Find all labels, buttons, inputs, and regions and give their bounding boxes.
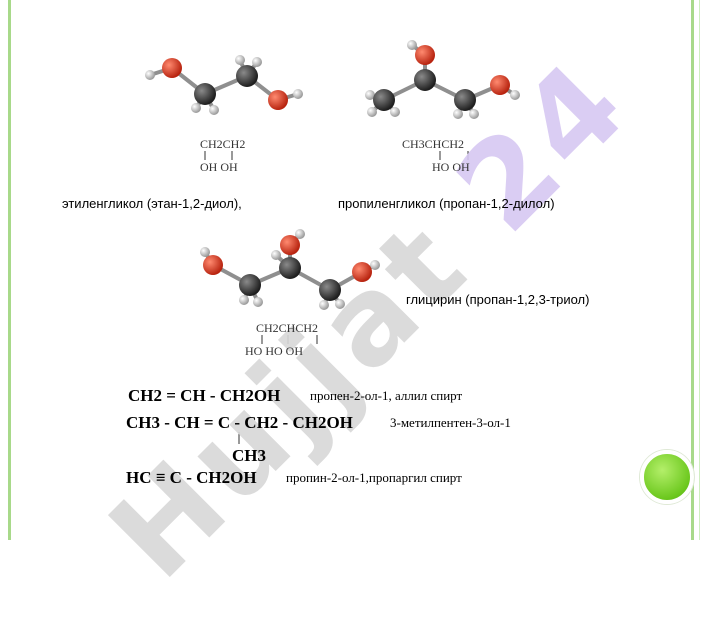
equation-methylpentenol-name: 3-метилпентен-3-ол-1 [390,415,511,430]
glycerol-formula-top: CH2CHCH2 [256,321,319,335]
glycerol-caption: глицирин (пропан-1,2,3-триол) [406,292,590,307]
molecule-models [145,40,520,444]
equation-propargyl-formula: HC ≡ C - CH2OH [126,468,257,487]
propylene-glycol-formula-bottom: HO OH [432,160,470,174]
propylene-glycol-formula-top: CH3CHCH2 [402,137,465,151]
glycerol-model [200,229,380,310]
glycerol-formula-bottom: HO HO OH [245,344,303,358]
frame-left-border [8,0,11,540]
equation-allyl-formula: CH2 = CH - CH2OH [128,386,281,405]
ethylene-glycol-formula-top: CH2CH2 [200,137,246,151]
frame-right-border [691,0,694,540]
equation-propargyl-name: пропин-2-ол-1,пропаргил спирт [286,470,462,485]
equation-methyl-branch: CH3 [232,446,266,465]
formula-bond-lines [204,151,469,444]
propylene-glycol-caption: пропиленгликол (пропан-1,2-дилол) [338,196,555,211]
equation-methylpentenol-formula: CH3 - CH = C - CH2 - CH2OH [126,413,353,432]
ethylene-glycol-model [145,55,303,115]
green-circle-decoration [640,450,694,504]
frame-right-border-inner [699,0,700,540]
equation-allyl-name: пропен-2-ол-1, аллил спирт [310,388,463,403]
ethylene-glycol-caption: этиленгликол (этан-1,2-диол), [62,196,242,211]
propylene-glycol-model [365,40,520,119]
ethylene-glycol-formula-bottom: OH OH [200,160,238,174]
